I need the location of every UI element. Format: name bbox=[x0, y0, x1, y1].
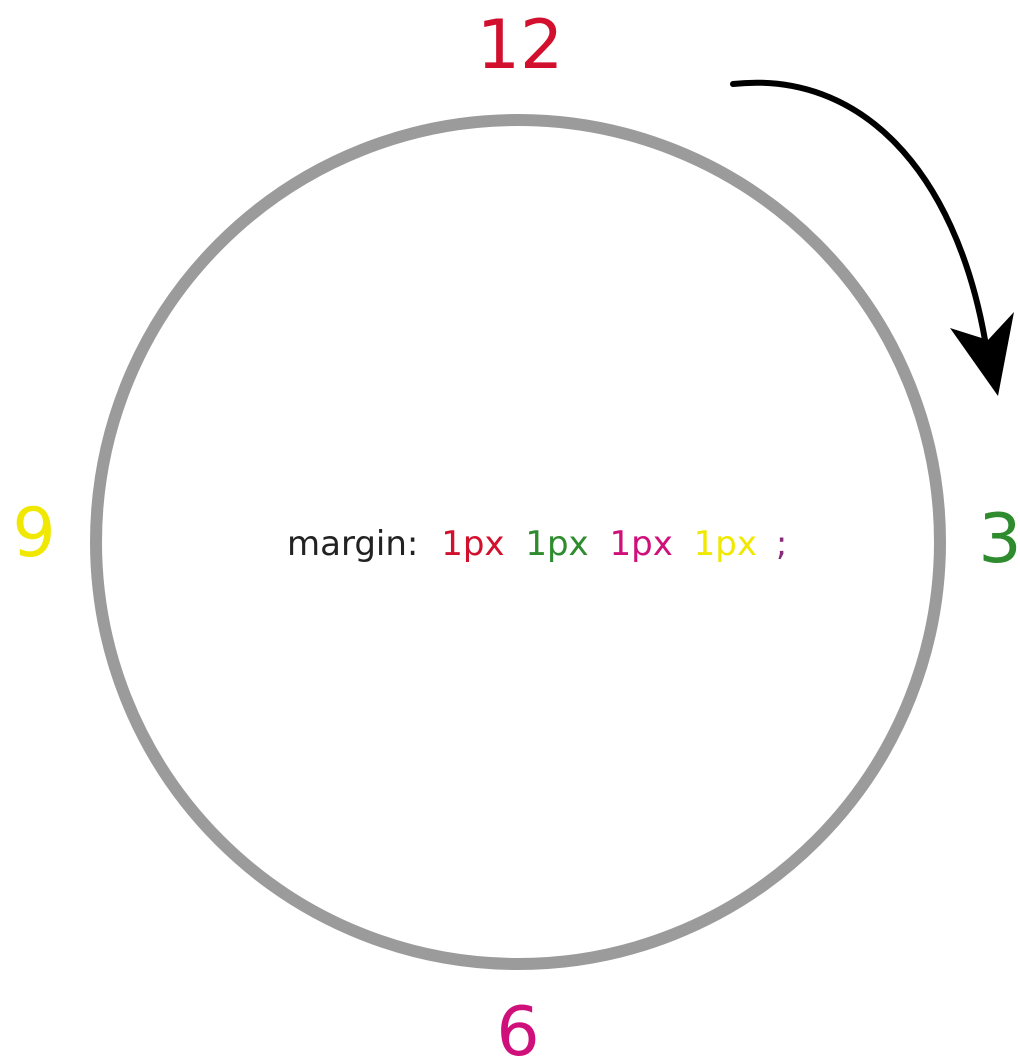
code-right-value: 1px bbox=[525, 524, 588, 564]
margin-code-line: margin: 1px 1px 1px 1px ; bbox=[287, 524, 787, 564]
label-left-9: 9 bbox=[12, 494, 55, 573]
clock-circle bbox=[90, 114, 946, 970]
arrow-head bbox=[950, 312, 1014, 396]
code-left-value: 1px bbox=[694, 524, 757, 564]
label-top-12: 12 bbox=[477, 6, 564, 85]
code-top-value: 1px bbox=[441, 524, 504, 564]
code-property: margin: bbox=[287, 524, 418, 564]
label-right-3: 3 bbox=[978, 500, 1020, 579]
label-bottom-6: 6 bbox=[496, 993, 539, 1061]
arrow-shaft bbox=[730, 79, 988, 343]
code-terminator: ; bbox=[776, 524, 787, 564]
code-bottom-value: 1px bbox=[610, 524, 673, 564]
clockwise-arrow-icon bbox=[730, 79, 1014, 396]
